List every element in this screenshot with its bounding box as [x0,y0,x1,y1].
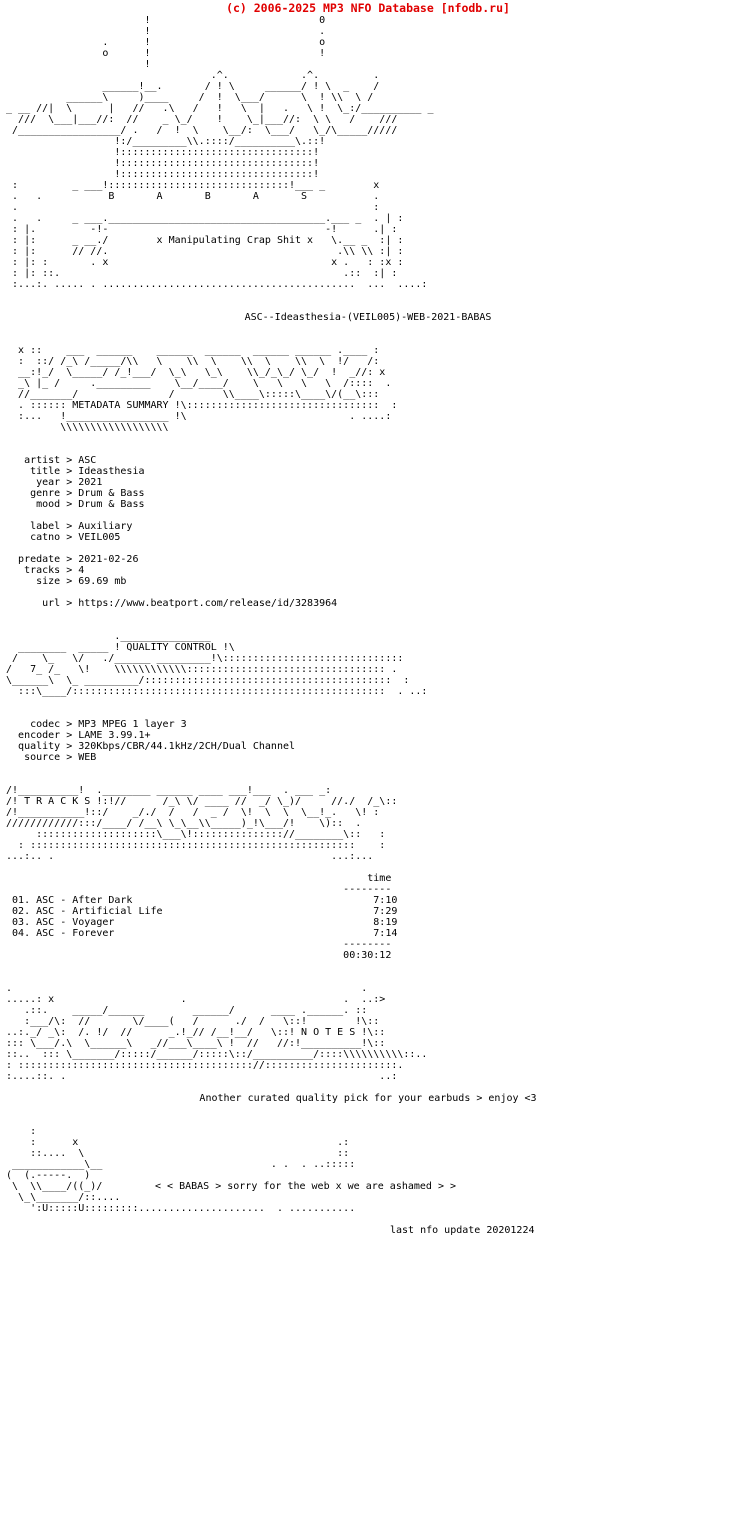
metadata-summary-banner: x :: ___ ______ ______ ______ ______ ___… [18,345,398,433]
spacer [0,1104,736,1126]
footer-ascii-art: : : x .: ::.... \ :: ____________\__ . .… [6,1126,356,1214]
quality-control-banner: ._______________ ________ _____ ! QUALIT… [6,631,428,697]
spacer [0,1082,736,1093]
quality-control-fields: codec > MP3 MPEG 1 layer 3 encoder > LAM… [18,719,296,763]
last-nfo-update: last nfo update 20201224 [390,1225,535,1236]
release-dirname: ASC--Ideasthesia-(VEIL005)-WEB-2021-BABA… [244,312,492,323]
spacer [0,290,736,312]
spacer [0,763,736,785]
tracks-banner: /!__________! .________ ______ ____ ___!… [6,785,398,862]
nfo-viewer: (c) 2006-2025 MP3 NFO Database [nfodb.ru… [0,1,736,1236]
ascii-logo-art: ! 0 ! . . ! o o ! ! [6,15,434,180]
metadata-summary-fields: artist > ASC title > Ideasthesia year > … [18,455,338,609]
spacer [0,433,736,455]
spacer [0,323,736,345]
spacer [0,609,736,631]
notes-body-text: Another curated quality pick for your ea… [199,1093,537,1104]
ascii-babas-banner: : _ ___!::::::::::::::::::::::::::::::!_… [12,180,428,290]
group-signature-text: < < BABAS > sorry for the web x we are a… [155,1181,457,1192]
spacer [0,862,736,873]
spacer [0,697,736,719]
footer-signature-area: : : x .: ::.... \ :: ____________\__ . .… [0,1126,736,1214]
tracklist-table: time -------- 01. ASC - After Dark 7:10 … [12,873,398,961]
spacer [0,961,736,983]
nfodb-site-header: (c) 2006-2025 MP3 NFO Database [nfodb.ru… [226,1,510,15]
notes-banner: . . .....: x . . ..:> .::. _____/______ … [6,983,428,1082]
spacer [0,1214,736,1225]
